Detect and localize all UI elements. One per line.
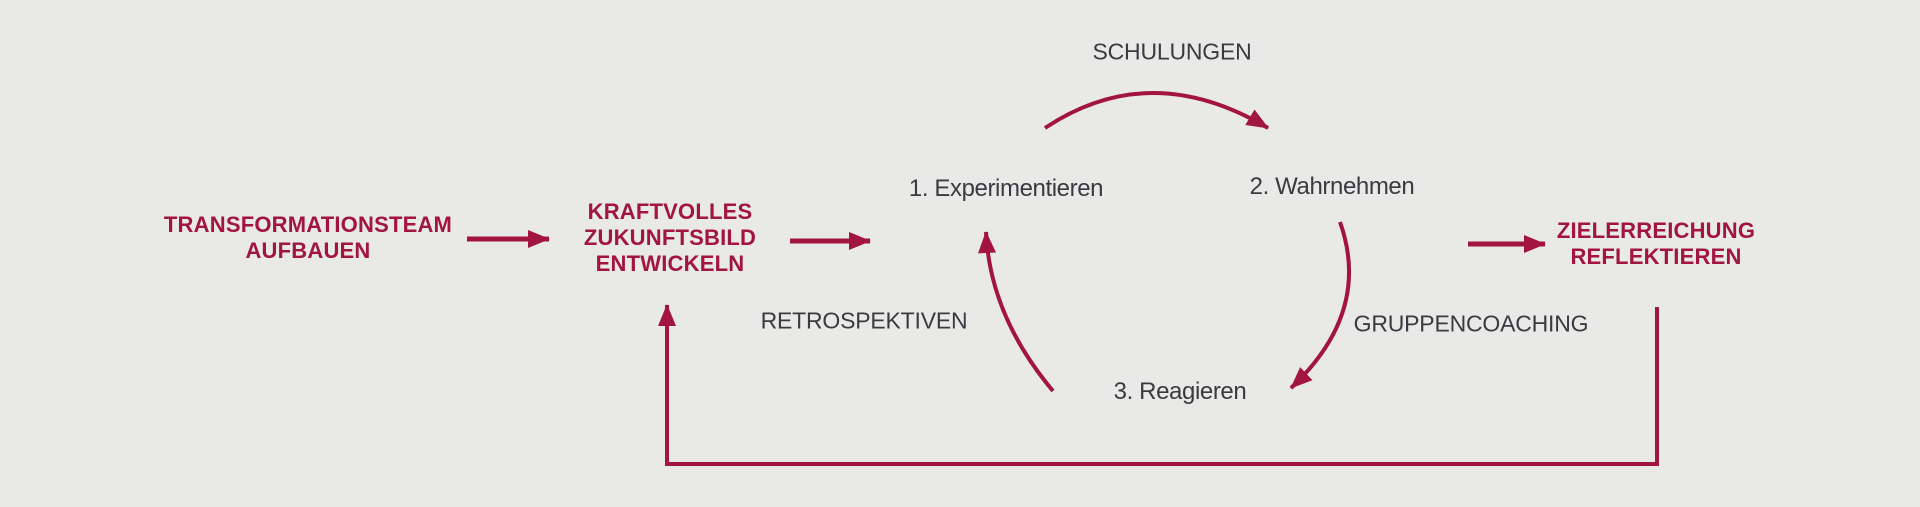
cycle-step-experimentieren: 1. Experimentieren	[908, 175, 1104, 202]
cycle-arc-experimentieren-to-wahrnehmen-icon	[1043, 91, 1270, 130]
feedback-loop-arrow-icon	[658, 304, 1659, 466]
cycle-arc-wahrnehmen-to-reagieren-icon	[1289, 221, 1352, 390]
cycle-step-wahrnehmen: 2. Wahrnehmen	[1249, 173, 1415, 200]
stage-kraftvolles-zukunftsbild-entwickeln: KRAFTVOLLES ZUKUNFTSBILD ENTWICKELN	[583, 199, 757, 276]
label-schulungen: SCHULUNGEN	[1092, 38, 1252, 65]
label-retrospektiven: RETROSPEKTIVEN	[760, 307, 968, 334]
label-gruppencoaching: GRUPPENCOACHING	[1353, 310, 1589, 337]
stage-transformationsteam-aufbauen: TRANSFORMATIONSTEAM AUFBAUEN	[163, 212, 453, 263]
stage-zielerreichung-reflektieren: ZIELERREICHUNG REFLEKTIEREN	[1556, 218, 1756, 269]
cycle-arc-reagieren-to-experimentieren-icon	[978, 231, 1055, 393]
cycle-step-reagieren: 3. Reagieren	[1113, 378, 1247, 405]
